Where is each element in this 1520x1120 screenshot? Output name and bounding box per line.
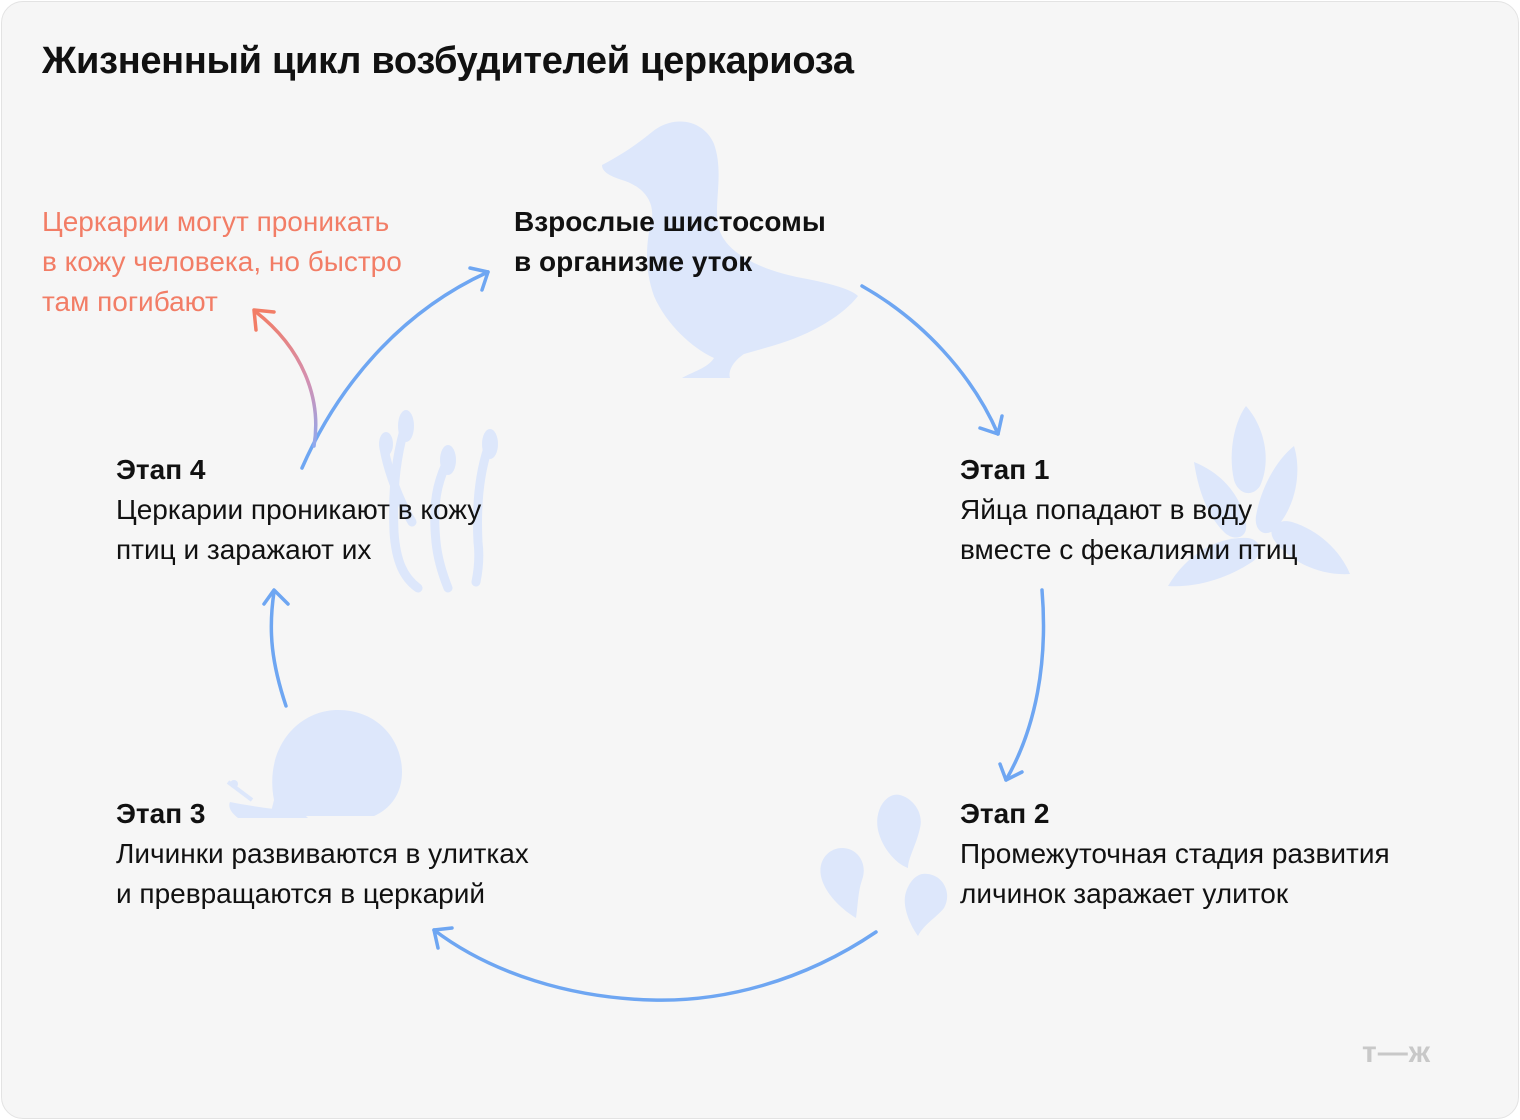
adult-label: Взрослые шистосомы в организме уток <box>514 202 826 282</box>
stage-1-title: Этап 1 <box>960 454 1050 485</box>
stage-4-line2: птиц и заражают их <box>116 534 372 565</box>
stage-3-line1: Личинки развиваются в улитках <box>116 838 529 869</box>
snail-icon <box>226 710 402 818</box>
arrow-adult-to-stage1 <box>860 284 1004 436</box>
larva-drops-icon <box>820 794 948 936</box>
arrow-stage4-to-adult <box>300 266 490 470</box>
adult-label-line2: в организме уток <box>514 246 753 277</box>
adult-label-line1: Взрослые шистосомы <box>514 206 826 237</box>
arrow-stage2-to-stage3 <box>432 926 878 1002</box>
stage-4-title: Этап 4 <box>116 454 206 485</box>
stage-2-line2: личинок заражает улиток <box>960 878 1289 909</box>
arrow-stage3-to-stage4 <box>262 588 290 708</box>
stage-2-line1: Промежуточная стадия развития <box>960 838 1390 869</box>
arrow-stage1-to-stage2 <box>998 588 1046 782</box>
stage-1: Этап 1 Яйца попадают в воду вместе с фек… <box>960 450 1298 570</box>
stage-2: Этап 2 Промежуточная стадия развития лич… <box>960 794 1390 914</box>
stage-2-title: Этап 2 <box>960 798 1050 829</box>
human-note-line1: Церкарии могут проникать <box>42 206 390 237</box>
stage-3-title: Этап 3 <box>116 798 206 829</box>
egg-plant-icon <box>1168 406 1350 587</box>
cercaria-heads <box>379 410 498 475</box>
page-title: Жизненный цикл возбудителей церкариоза <box>42 40 854 82</box>
human-note-line3: там погибают <box>42 286 218 317</box>
duck-icon <box>602 121 858 379</box>
human-note: Церкарии могут проникать в кожу человека… <box>42 202 402 322</box>
human-note-line2: в кожу человека, но быстро <box>42 246 402 277</box>
stage-3-line2: и превращаются в церкарий <box>116 878 486 909</box>
stage-1-line2: вместе с фекалиями птиц <box>960 534 1298 565</box>
arrow-to-human <box>252 308 318 448</box>
stage-4-line1: Церкарии проникают в кожу <box>116 494 482 525</box>
brand-logo: т—ж <box>1362 1036 1431 1069</box>
stage-4: Этап 4 Церкарии проникают в кожу птиц и … <box>116 450 481 570</box>
stage-3: Этап 3 Личинки развиваются в улитках и п… <box>116 794 529 914</box>
stage-1-line1: Яйца попадают в воду <box>960 494 1253 525</box>
